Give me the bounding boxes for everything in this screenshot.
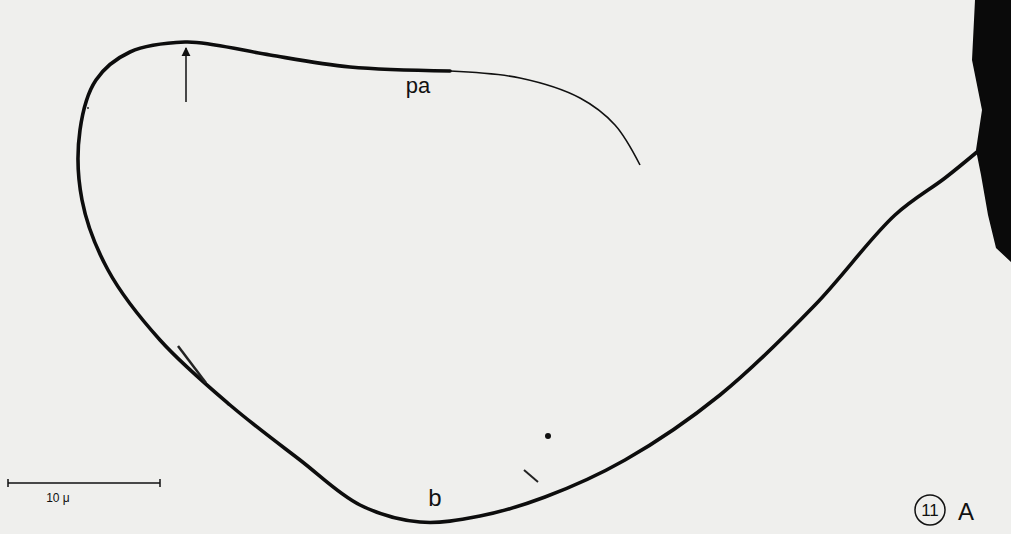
fiber-fragment [524,470,538,482]
part-label: pa [406,75,430,97]
particle-dot [87,107,89,109]
particle-dot [545,433,551,439]
scale-bar-tick [7,479,9,487]
pointer-arrow [185,48,187,102]
panel-letter: A [958,500,974,524]
cell-wall [78,42,977,523]
scale-bar [8,482,160,484]
plasma-membrane-thin [450,71,640,165]
figure-number-circle [915,495,945,525]
cell-outline [78,42,977,523]
scale-label: 10 μ [46,492,70,504]
tissue-mass [972,0,1011,262]
part-label: b [428,486,441,510]
fiber-fragment [178,346,206,383]
figure-number: 11 [921,502,939,519]
scale-bar-tick [159,479,161,487]
